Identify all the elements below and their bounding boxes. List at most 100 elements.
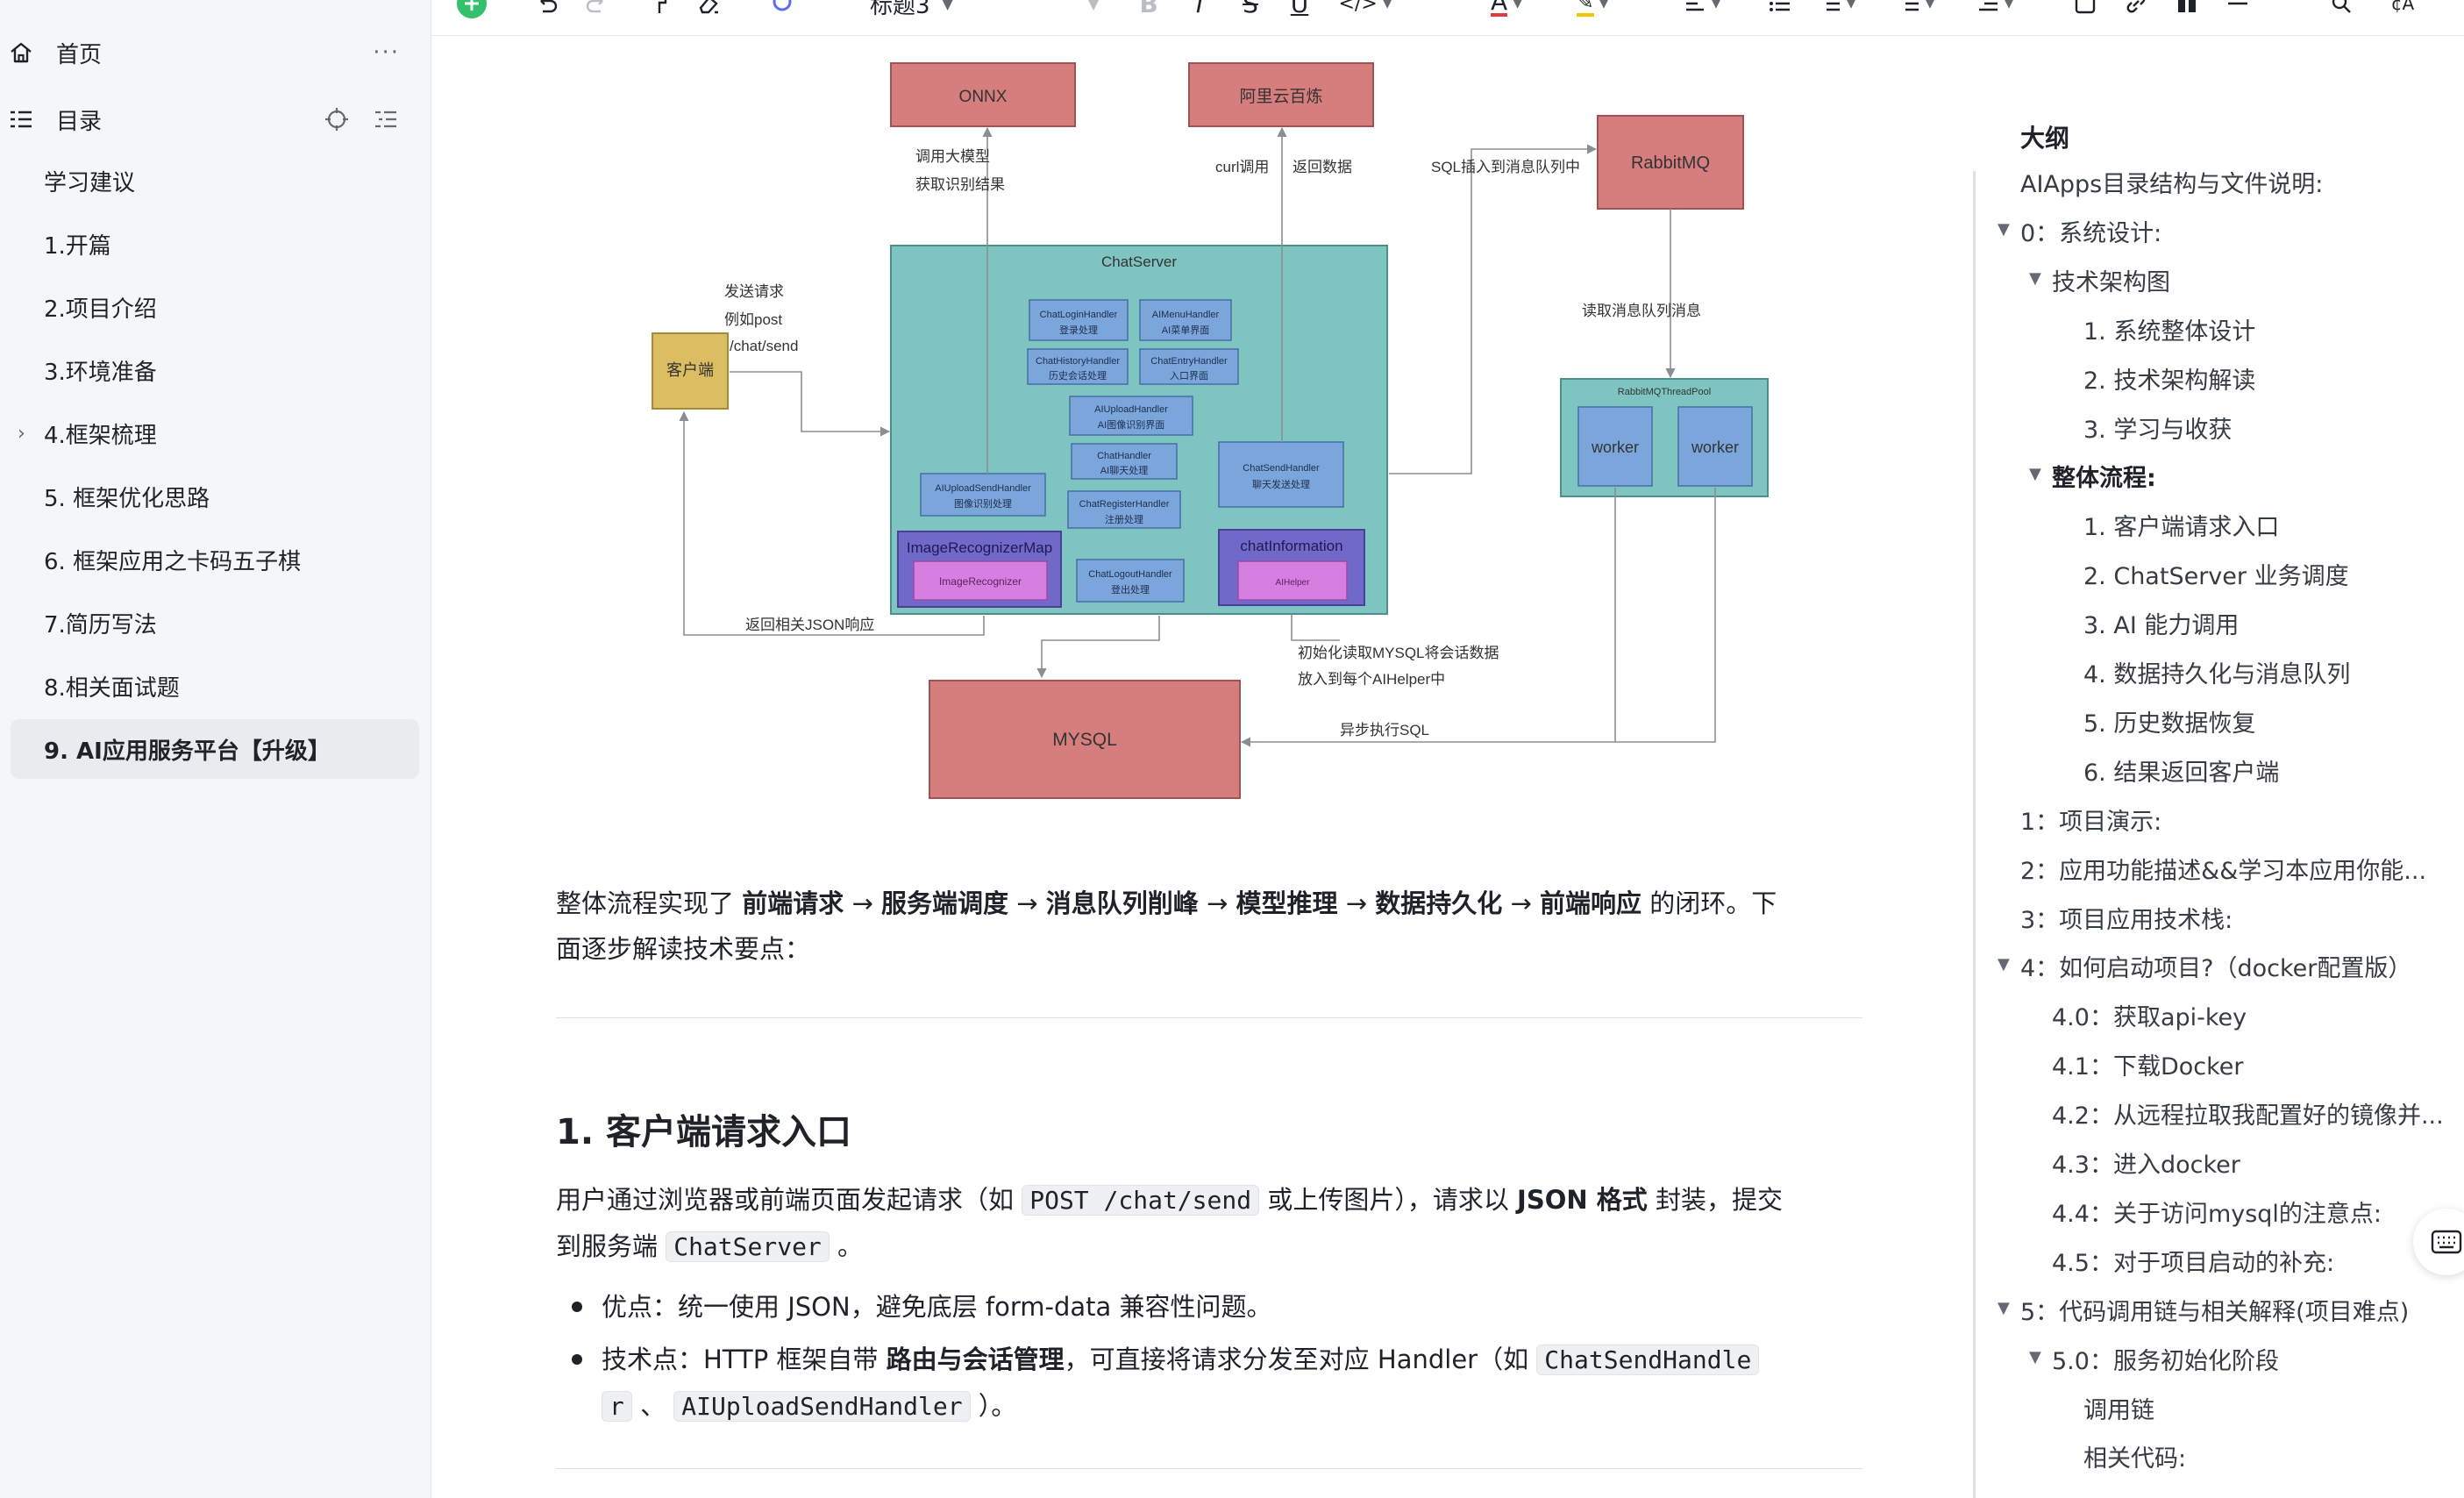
chevron-down-icon: ▼: [1513, 0, 1522, 11]
outline-item[interactable]: 4.2：从远程拉取我配置好的镜像并...: [2052, 1096, 2457, 1131]
bullet-dot: [572, 1302, 582, 1312]
text-run: 用户通过浏览器或前端页面发起请求（如: [556, 1185, 1022, 1215]
collapse-list-icon[interactable]: [372, 105, 400, 133]
collapse-toggle-icon[interactable]: ▼: [1998, 955, 2010, 974]
outline-item[interactable]: ▼技术架构图: [2029, 263, 2457, 297]
sidebar-item-env-prep[interactable]: 3.环境准备: [11, 344, 419, 396]
outline-item-label: 6. 结果返回客户端: [2083, 759, 2280, 787]
text-run: 到服务端: [556, 1231, 666, 1261]
outline-item-label: 4. 数据持久化与消息队列: [2083, 661, 2351, 688]
strikethrough-button[interactable]: S: [1235, 0, 1266, 19]
outline-scroll-track[interactable]: [1973, 171, 1976, 1498]
sidebar-item-study-advice[interactable]: 学习建议: [11, 154, 419, 207]
rabbitmq-label: RabbitMQ: [1631, 153, 1710, 173]
format-painter-button[interactable]: [642, 0, 677, 19]
sidebar-toc[interactable]: 目录: [0, 93, 419, 146]
plus-circle-icon: [457, 0, 487, 18]
outline-item[interactable]: 4.4：关于访问mysql的注意点:: [2052, 1195, 2457, 1229]
text-run: 、: [631, 1391, 674, 1421]
sidebar-item-framework[interactable]: › 4.框架梳理: [11, 407, 419, 460]
text-size-button[interactable]: ¢A: [2387, 0, 2418, 19]
task-list-button[interactable]: ▼: [1889, 0, 1941, 19]
chevron-down-icon: ▼: [1711, 0, 1721, 11]
undo-icon: [540, 0, 558, 13]
edge-label: SQL插入到消息队列中: [1431, 159, 1580, 175]
collapse-toggle-icon[interactable]: ▼: [2029, 268, 2041, 288]
locate-icon[interactable]: [323, 105, 351, 133]
italic-button[interactable]: I: [1184, 0, 1215, 19]
sidebar-item-resume[interactable]: 7.简历写法: [11, 596, 419, 649]
outline-item[interactable]: 4.0：获取api-key: [2052, 998, 2457, 1032]
chevron-right-icon[interactable]: ›: [18, 423, 25, 445]
find-button[interactable]: [2325, 0, 2357, 19]
sidebar-item-label: 7.简历写法: [44, 611, 157, 638]
outline-item[interactable]: 4.3：进入docker: [2052, 1145, 2457, 1180]
outline-item[interactable]: 2：应用功能描述&&学习本应用你能...: [2020, 852, 2457, 886]
sidebar-item-interview[interactable]: 8.相关面试题: [11, 660, 419, 712]
outline-item[interactable]: ▼0：系统设计:: [1998, 214, 2457, 248]
sidebar-item-label: 6. 框架应用之卡码五子棋: [44, 548, 302, 575]
outline-item[interactable]: ▼整体流程:: [2029, 459, 2457, 493]
outline-item[interactable]: ▼5.0：服务初始化阶段: [2029, 1342, 2457, 1376]
collapse-toggle-icon[interactable]: ▼: [1998, 1298, 2010, 1317]
redo-button[interactable]: [579, 0, 614, 19]
clear-format-button[interactable]: [691, 0, 726, 19]
highlight-button[interactable]: ✎▼: [1566, 0, 1619, 19]
ai-button[interactable]: [765, 0, 800, 19]
bullet-list-button[interactable]: [1764, 0, 1796, 19]
outline-item[interactable]: 1：项目演示:: [2020, 802, 2457, 837]
font-size-dropdown[interactable]: ▼: [1080, 0, 1107, 19]
code-inline-button[interactable]: </>▼: [1335, 0, 1396, 19]
add-block-button[interactable]: [454, 0, 489, 19]
sidebar-item-ai-platform[interactable]: 9. AI应用服务平台【升级】: [11, 719, 419, 779]
bold-button[interactable]: B: [1133, 0, 1164, 19]
outline-item[interactable]: 4.5：对于项目启动的补充:: [2052, 1244, 2457, 1278]
outline-item[interactable]: 2. ChatServer 业务调度: [2083, 557, 2457, 591]
outline-item[interactable]: 1. 系统整体设计: [2083, 312, 2457, 346]
eraser-icon: [699, 0, 718, 14]
worker-box: [1577, 406, 1653, 487]
more-icon[interactable]: ···: [373, 39, 400, 66]
outline-item[interactable]: 相关代码:: [2083, 1439, 2457, 1473]
insert-table-button[interactable]: [2171, 0, 2203, 19]
outline-item[interactable]: AIApps目录结构与文件说明:: [2020, 165, 2457, 199]
sidebar-home[interactable]: 首页 ···: [0, 26, 419, 79]
outline-item-label: 4.2：从远程拉取我配置好的镜像并...: [2052, 1102, 2444, 1131]
keyboard-button[interactable]: [2413, 1209, 2464, 1275]
sidebar-item-opening[interactable]: 1.开篇: [11, 218, 419, 270]
numbered-list-button[interactable]: ▼: [1810, 0, 1862, 19]
outline-item[interactable]: ▼4：如何启动项目?（docker配置版）: [1998, 949, 2457, 983]
outline-item[interactable]: 3. 学习与收获: [2083, 410, 2457, 445]
align-button[interactable]: ▼: [1675, 0, 1727, 19]
text-color-button[interactable]: A▼: [1480, 0, 1533, 19]
heading-style-select[interactable]: 标题3 ▼: [870, 0, 1054, 19]
outline-item[interactable]: 2. 技术架构解读: [2083, 361, 2457, 396]
edge-label: 调用大模型: [915, 148, 990, 165]
outline-item[interactable]: 调用链: [2083, 1391, 2457, 1425]
outline-item[interactable]: 6. 结果返回客户端: [2083, 753, 2457, 788]
sidebar-item-project-intro[interactable]: 2.项目介绍: [11, 281, 419, 333]
collapse-toggle-icon[interactable]: ▼: [2029, 1347, 2041, 1366]
divider-button[interactable]: [2222, 0, 2254, 19]
thread-pool-label: RabbitMQThreadPool: [1618, 387, 1711, 397]
sidebar-item-optimize[interactable]: 5. 框架优化思路: [11, 470, 419, 523]
outline-item[interactable]: 3. AI 能力调用: [2083, 606, 2457, 640]
outline-item[interactable]: 4.1：下载Docker: [2052, 1047, 2457, 1081]
outline-item-label: 4.4：关于访问mysql的注意点:: [2052, 1200, 2382, 1228]
outline-item[interactable]: 4. 数据持久化与消息队列: [2083, 655, 2457, 689]
handler-menu-name: AIMenuHandler: [1152, 310, 1220, 320]
sidebar-item-gomoku[interactable]: 6. 框架应用之卡码五子棋: [11, 533, 419, 586]
arrow-text: →: [1502, 888, 1541, 918]
outline-item[interactable]: 3：项目应用技术栈:: [2020, 901, 2457, 935]
outline-item[interactable]: 5. 历史数据恢复: [2083, 704, 2457, 738]
indent-button[interactable]: ▼: [1968, 0, 2020, 19]
collapse-toggle-icon[interactable]: ▼: [2029, 465, 2041, 484]
outline-item[interactable]: ▼5：代码调用链与相关解释(项目难点): [1998, 1293, 2457, 1327]
underline-button[interactable]: U: [1284, 0, 1315, 19]
undo-button[interactable]: [530, 0, 565, 19]
outline-item-label: 1. 客户端请求入口: [2083, 514, 2280, 542]
outline-item[interactable]: 1. 客户端请求入口: [2083, 508, 2457, 542]
collapse-toggle-icon[interactable]: ▼: [1998, 219, 2010, 239]
insert-image-button[interactable]: [2069, 0, 2101, 19]
insert-link-button[interactable]: [2120, 0, 2152, 19]
